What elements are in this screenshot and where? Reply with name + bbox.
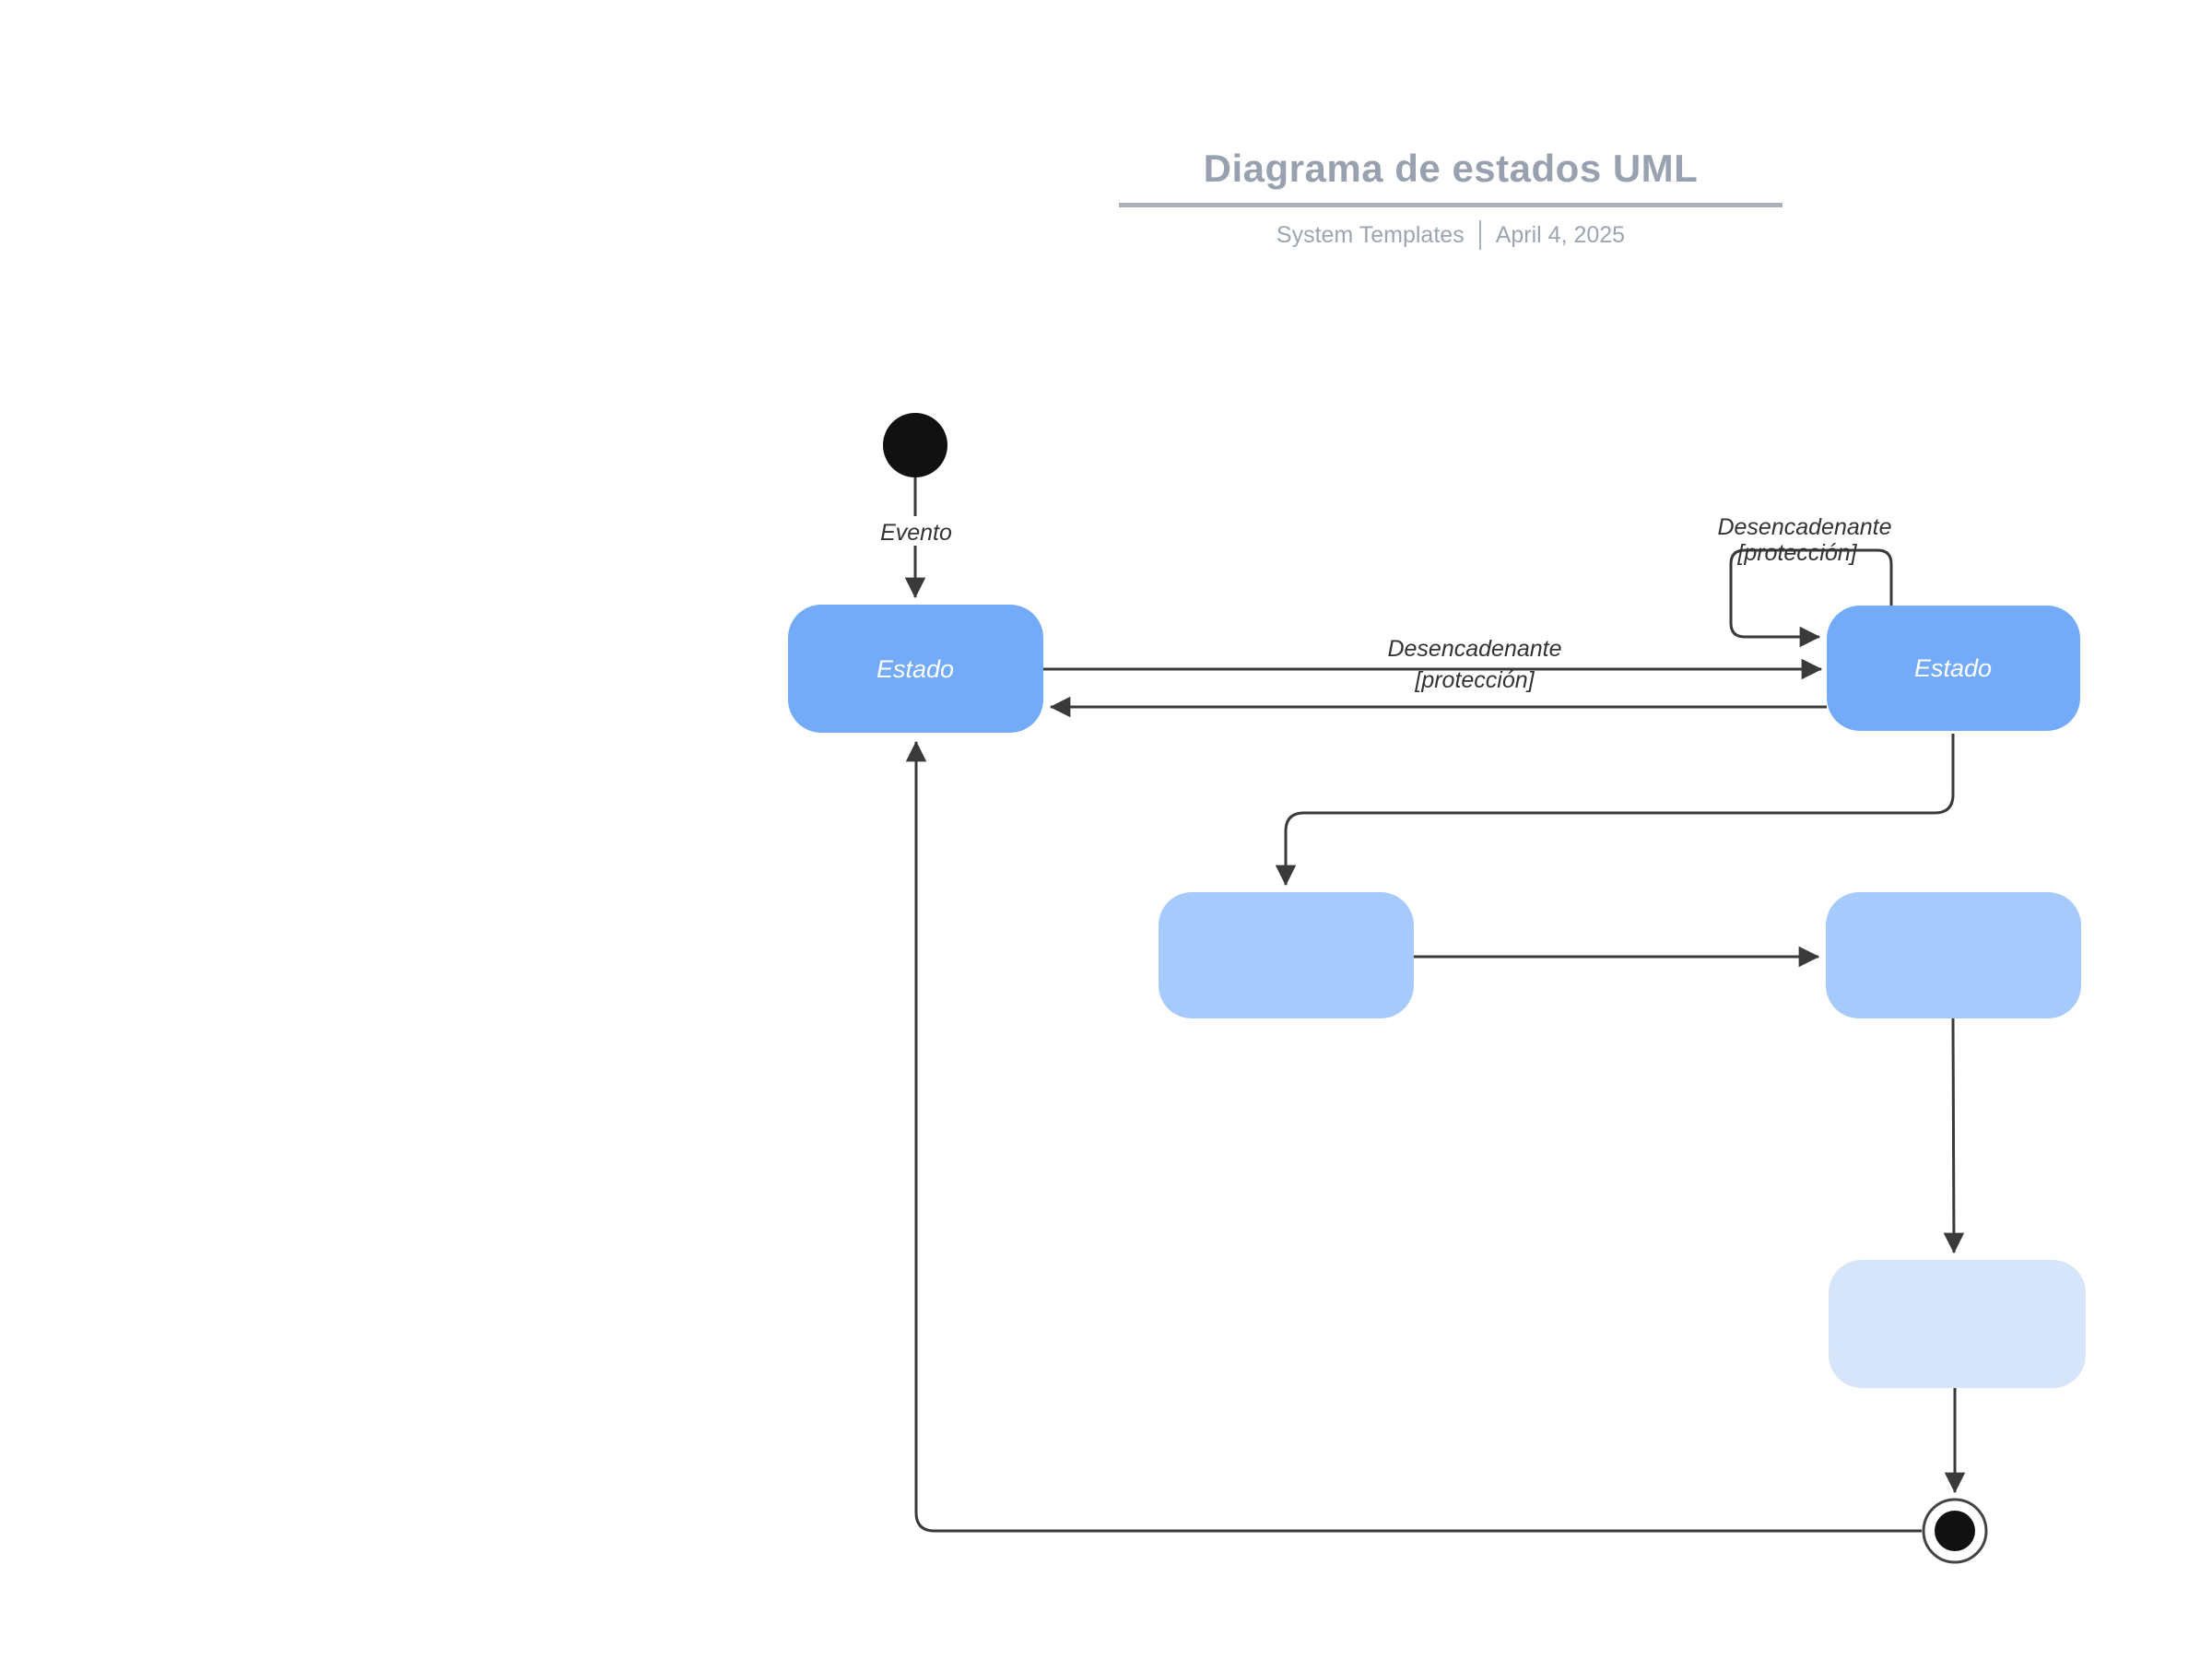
state-mid-left-node[interactable] [1159, 892, 1414, 1018]
edge-final-to-state-left-return[interactable] [905, 740, 1922, 1533]
edge-label-evento: Evento [880, 520, 952, 546]
subtitle-divider [1478, 220, 1481, 251]
subtitle-date: April 4, 2025 [1495, 221, 1626, 248]
state-left-label: Estado [877, 655, 954, 683]
state-mid-right-node[interactable] [1826, 892, 2081, 1018]
edge-label-trigger-line1: Desencadenante [1387, 636, 1561, 662]
state-right-label: Estado [1914, 654, 1992, 682]
edge-state-right-to-mid-left[interactable] [1275, 734, 1955, 887]
state-left-node[interactable] [788, 605, 1043, 733]
page-subtitle: System Templates April 4, 2025 [1119, 220, 1783, 251]
edge-mid-right-to-bottom[interactable] [1943, 1018, 1965, 1254]
subtitle-source: System Templates [1276, 221, 1465, 248]
self-loop-label-line2: [protección] [1736, 540, 1857, 566]
self-loop-label-line1: Desencadenante [1717, 514, 1891, 540]
page-title: Diagrama de estados UML [1119, 146, 1783, 208]
edge-self-loop-state-right[interactable] [1729, 548, 1893, 648]
initial-state-node[interactable] [883, 413, 947, 477]
final-state-inner-dot [1935, 1511, 1975, 1551]
edge-label-trigger-line2: [protección] [1414, 667, 1535, 693]
evento-label-backdrop [876, 516, 957, 546]
state-right-node[interactable] [1827, 606, 2080, 731]
diagram-header: Diagrama de estados UML System Templates… [1119, 146, 1783, 251]
state-bottom-node[interactable] [1829, 1260, 2086, 1388]
